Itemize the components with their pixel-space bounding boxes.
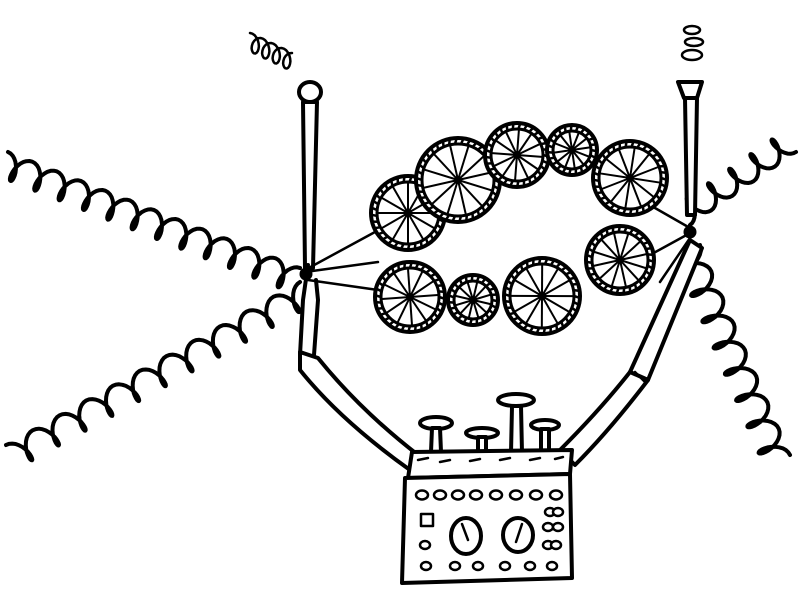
panel-light-17 bbox=[448, 560, 462, 572]
wheel-3 bbox=[483, 121, 551, 189]
knob-3 bbox=[496, 392, 536, 455]
knob-1 bbox=[418, 415, 454, 454]
coils bbox=[4, 137, 798, 463]
control-box bbox=[400, 392, 574, 585]
panel-light-19 bbox=[498, 560, 512, 572]
panel-light-18 bbox=[471, 560, 485, 572]
coil-upper-right bbox=[684, 137, 798, 227]
control-panel-details bbox=[419, 512, 535, 556]
gauge-right-icon bbox=[501, 516, 535, 554]
panel-light-15 bbox=[549, 539, 563, 551]
square-button-icon bbox=[419, 512, 435, 528]
connecting-wires bbox=[299, 206, 697, 292]
antenna-right bbox=[676, 80, 704, 217]
panel-light-21 bbox=[545, 560, 559, 572]
panel-light-10 bbox=[551, 506, 565, 518]
panel-light-20 bbox=[523, 560, 537, 572]
coil-lower-right bbox=[677, 243, 792, 457]
panel-light-13 bbox=[418, 539, 432, 551]
wheel-6 bbox=[373, 260, 447, 334]
panel-light-12 bbox=[551, 521, 565, 533]
panel-light-3 bbox=[450, 489, 466, 501]
control-panel-lights bbox=[414, 489, 565, 572]
wheel-7 bbox=[446, 273, 500, 327]
coil-upper-left bbox=[6, 150, 302, 290]
panel-light-5 bbox=[488, 489, 504, 501]
panel-light-11 bbox=[541, 521, 555, 533]
spark-right-icon bbox=[680, 24, 705, 62]
wheel-9 bbox=[584, 224, 656, 296]
coil-lower-left bbox=[4, 280, 302, 463]
antenna-left bbox=[297, 80, 323, 357]
antenna-sparks bbox=[248, 24, 705, 70]
panel-light-6 bbox=[508, 489, 524, 501]
panel-light-7 bbox=[528, 489, 544, 501]
panel-light-8 bbox=[548, 489, 564, 501]
wheel-5 bbox=[591, 139, 669, 217]
wheel-4 bbox=[545, 123, 599, 177]
wheel-cluster bbox=[369, 121, 669, 336]
panel-light-1 bbox=[414, 489, 430, 501]
wheel-8 bbox=[502, 256, 582, 336]
panel-light-16 bbox=[419, 560, 433, 572]
gauge-left-icon bbox=[449, 516, 483, 556]
knob-4 bbox=[529, 418, 561, 454]
wheel-2 bbox=[414, 136, 502, 224]
panel-light-2 bbox=[432, 489, 448, 501]
panel-light-4 bbox=[468, 489, 484, 501]
spark-left-icon bbox=[248, 31, 294, 70]
